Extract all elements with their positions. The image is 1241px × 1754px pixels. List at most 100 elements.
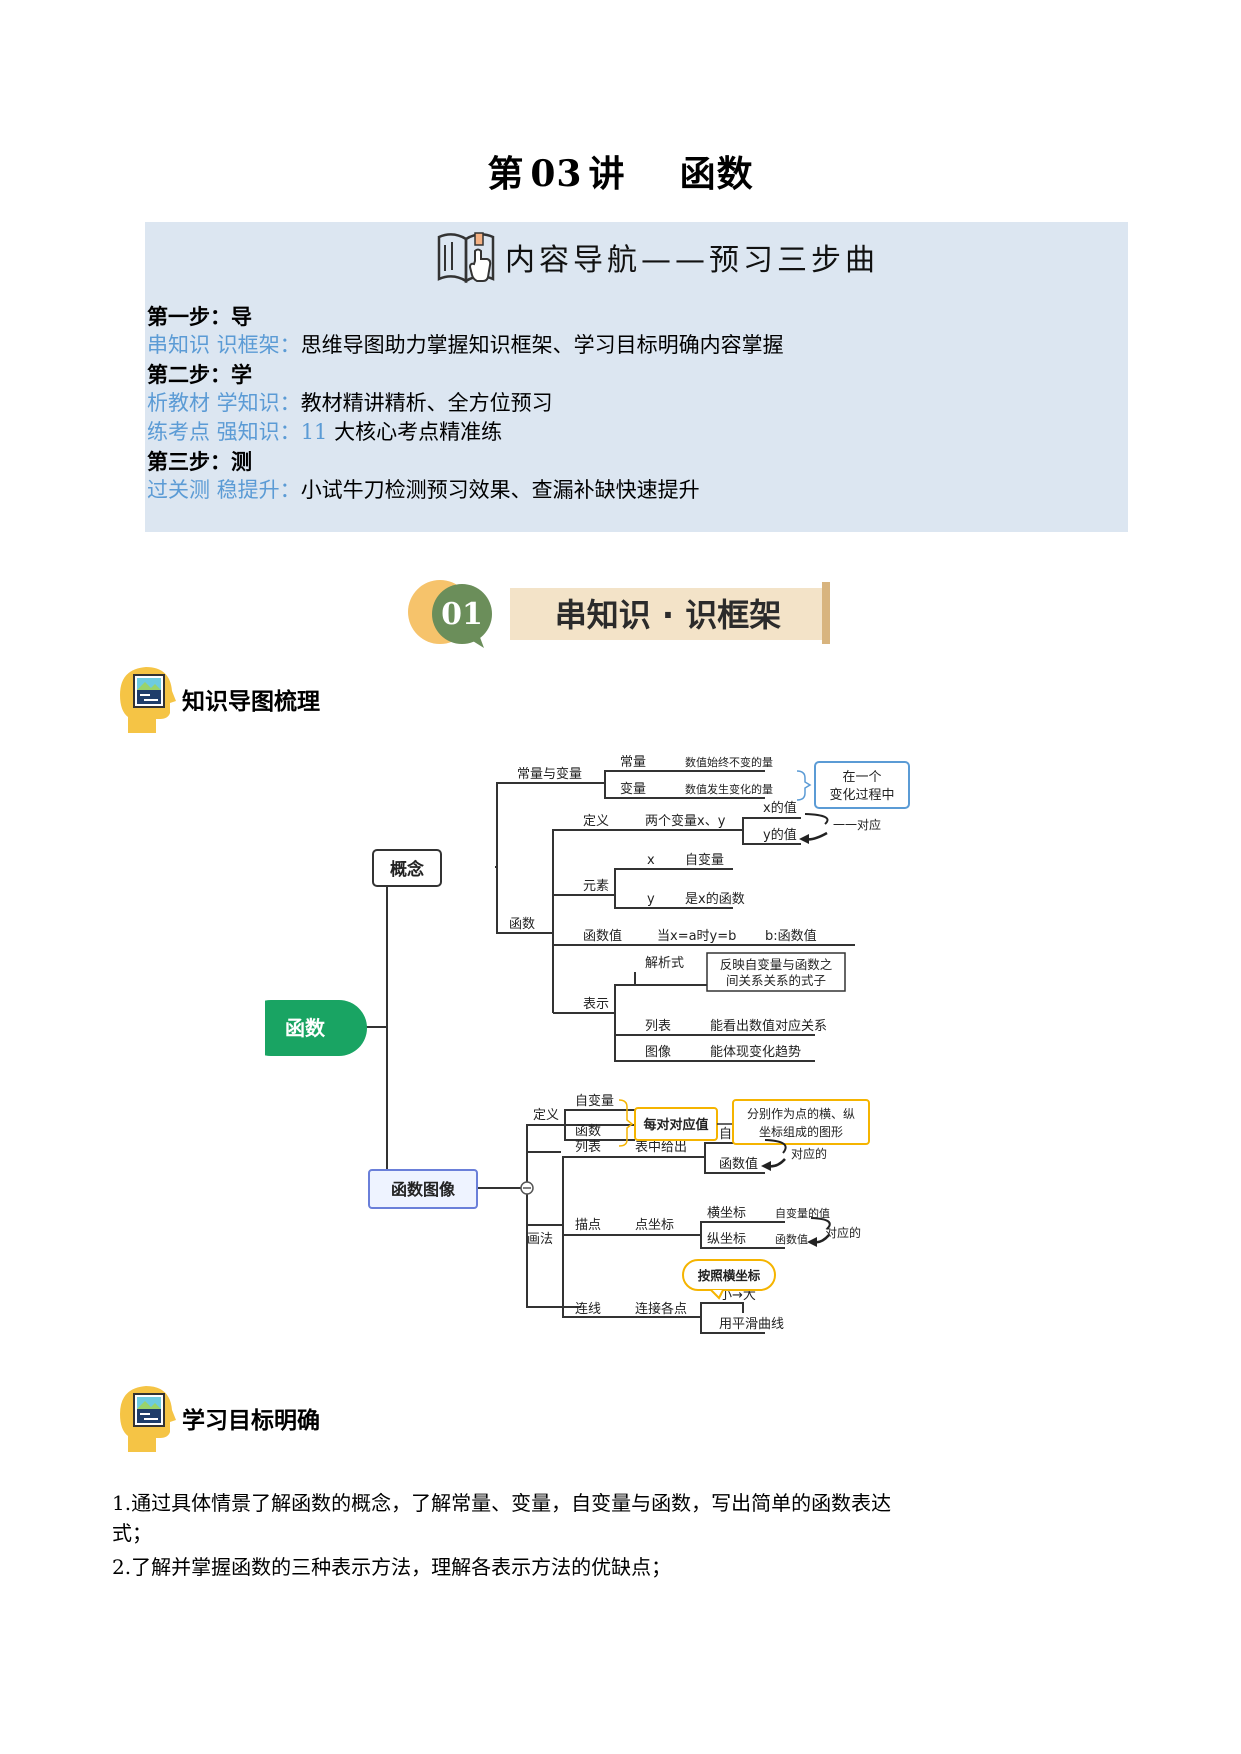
pair-desc-line2: 坐标组成的图形 [759, 1124, 843, 1139]
ordinate-label: 纵坐标 [707, 1232, 746, 1247]
representation-label: 表示 [583, 997, 609, 1012]
banner-label-bg [510, 588, 826, 640]
table-desc: 能看出数值对应关系 [710, 1018, 827, 1034]
step2-tag1: 析教材 学知识： [147, 391, 301, 415]
section-number: 01 [441, 597, 483, 632]
in-process-line1: 在一个 [842, 770, 881, 785]
head-picture-icon [120, 667, 176, 733]
title-number: 03 [530, 153, 583, 195]
graph-label: 函数图像 [391, 1180, 456, 1199]
definition-label: 定义 [583, 814, 609, 829]
concept-label: 概念 [390, 859, 424, 880]
step3-heading: 第三步：测 [147, 449, 252, 474]
constant-label: 常量 [620, 755, 646, 770]
nav-header: 内容导航——预习三步曲 [435, 226, 879, 288]
goal-item: 1.通过具体情景了解函数的概念，了解常量、变量，自变量与函数，写出简单的函数表达… [112, 1488, 992, 1548]
step3-line: 过关测 稳提升：小试牛刀检测预习效果、查漏补缺快速提升 [147, 476, 784, 505]
point-coord-label: 点坐标 [635, 1218, 674, 1233]
step2-heading: 第二步：学 [147, 362, 252, 387]
constant-desc: 数值始终不变的量 [685, 755, 773, 769]
y-is-fn-label: 是x的函数 [685, 891, 745, 907]
nav-title: 内容导航——预习三步曲 [505, 243, 879, 278]
variable-desc: 数值发生变化的量 [685, 782, 773, 796]
step1-line: 串知识 识框架：思维导图助力掌握知识框架、学习目标明确内容掌握 [147, 331, 784, 360]
by-abscissa-label: 按照横坐标 [698, 1268, 761, 1283]
analytic-desc-line1: 反映自变量与函数之 [720, 957, 833, 972]
mindmap-subheading-label: 知识导图梳理 [182, 689, 320, 715]
step2-text2: 大核心考点精准练 [334, 420, 503, 444]
abscissa-label: 横坐标 [707, 1206, 746, 1221]
analytic-label: 解析式 [645, 956, 684, 971]
head-picture-icon [120, 1386, 176, 1452]
root-node [265, 1000, 367, 1056]
section-01-banner: 01 串知识 · 识框架 [408, 580, 830, 648]
small-big-label: 小→大 [719, 1288, 756, 1303]
goal-1-line2: 式； [112, 1521, 152, 1545]
content-navigation-box: 内容导航——预习三步曲 第一步：导 串知识 识框架：思维导图助力掌握知识框架、学… [145, 222, 1128, 532]
two-vars-label: 两个变量x、y [645, 813, 726, 829]
smooth-label: 用平滑曲线 [719, 1317, 784, 1332]
each-pair-label: 每对对应值 [643, 1117, 708, 1133]
g-independent-label: 自变量 [575, 1093, 614, 1109]
mindmap-subheading: 知识导图梳理 [118, 663, 320, 735]
goal-item: 2.了解并掌握函数的三种表示方法，理解各表示方法的优缺点； [112, 1552, 992, 1582]
x-label: x [647, 853, 655, 868]
step2-num: 11 [300, 420, 328, 444]
step2-text1: 教材精讲精析、全方位预习 [300, 391, 553, 415]
step3-tag: 过关测 稳提升： [147, 478, 301, 502]
in-process-box [814, 761, 910, 809]
one-to-one-label: 一一对应 [833, 817, 881, 832]
g-table-label: 列表 [575, 1140, 601, 1155]
fn-val3-label: 函数值 [775, 1233, 808, 1246]
step1-heading: 第一步：导 [147, 304, 252, 329]
x-value-label: x的值 [763, 800, 797, 816]
goals-subheading: 学习目标明确 [118, 1382, 320, 1454]
concept-node [372, 849, 442, 887]
banner-circle-front [432, 584, 492, 644]
goals-subheading-label: 学习目标明确 [182, 1408, 320, 1434]
connect-label: 连线 [575, 1301, 601, 1317]
by-abscissa-callout [682, 1259, 776, 1291]
step1-tag: 串知识 识框架： [147, 333, 301, 357]
step1-text: 思维导图助力掌握知识框架、学习目标明确内容掌握 [300, 333, 784, 357]
fn-val2-label: 函数值 [719, 1156, 758, 1172]
analytic-desc-box [706, 952, 846, 992]
y-label: y [647, 892, 655, 907]
y-value-label: y的值 [763, 827, 797, 843]
independent-label: 自变量 [685, 852, 724, 868]
elements-label: 元素 [583, 879, 609, 894]
table-label: 列表 [645, 1019, 671, 1034]
image-desc: 能体现变化趋势 [710, 1044, 801, 1060]
step3-text: 小试牛刀检测预习效果、查漏补缺快速提升 [300, 478, 700, 502]
image-label: 图像 [645, 1045, 671, 1060]
step2-line2: 练考点 强知识：11 大核心考点精准练 [147, 418, 784, 447]
in-process-line2: 变化过程中 [829, 787, 894, 803]
b-fn-value-label: b:函数值 [765, 928, 817, 944]
step2-tag2: 练考点 强知识： [147, 420, 301, 444]
table-given-label: 表中给出 [635, 1140, 687, 1155]
step2-line1: 析教材 学知识：教材精讲精析、全方位预习 [147, 389, 784, 418]
drawing-label: 画法 [527, 1232, 553, 1247]
g-function-label: 函数 [575, 1124, 601, 1139]
g-definition-label: 定义 [533, 1108, 559, 1123]
root-label: 函数 [285, 1016, 326, 1040]
function-mindmap: 函数 概念 函数图像 常量与变量 常量 数值始终不变的量 变量 数值发生变化的量… [265, 755, 910, 1334]
goal-2-line1: 2.了解并掌握函数的三种表示方法，理解各表示方法的优缺点； [112, 1555, 672, 1579]
analytic-desc-line2: 间关系关系的式子 [726, 973, 826, 988]
const-var-label: 常量与变量 [517, 766, 582, 782]
when-label: 当x=a时y=b [657, 929, 736, 944]
steps-list: 第一步：导 串知识 识框架：思维导图助力掌握知识框架、学习目标明确内容掌握 第二… [147, 302, 784, 505]
plot-label: 描点 [575, 1218, 601, 1233]
title-prefix: 第 [487, 153, 525, 195]
pair-desc-line1: 分别作为点的横、纵 [747, 1106, 855, 1121]
section-label: 串知识 · 识框架 [555, 596, 781, 634]
indep-value2-label: 自变量的值 [775, 1206, 830, 1220]
goal-1-line1: 1.通过具体情景了解函数的概念，了解常量、变量，自变量与函数，写出简单的函数表达 [112, 1491, 892, 1515]
connect-points-label: 连接各点 [635, 1301, 687, 1317]
correspond-label: 对应的 [791, 1146, 827, 1161]
correspond2-label: 对应的 [825, 1225, 861, 1240]
graph-node [368, 1169, 478, 1209]
open-book-icon [437, 232, 495, 284]
title-suffix: 讲 [588, 153, 626, 195]
